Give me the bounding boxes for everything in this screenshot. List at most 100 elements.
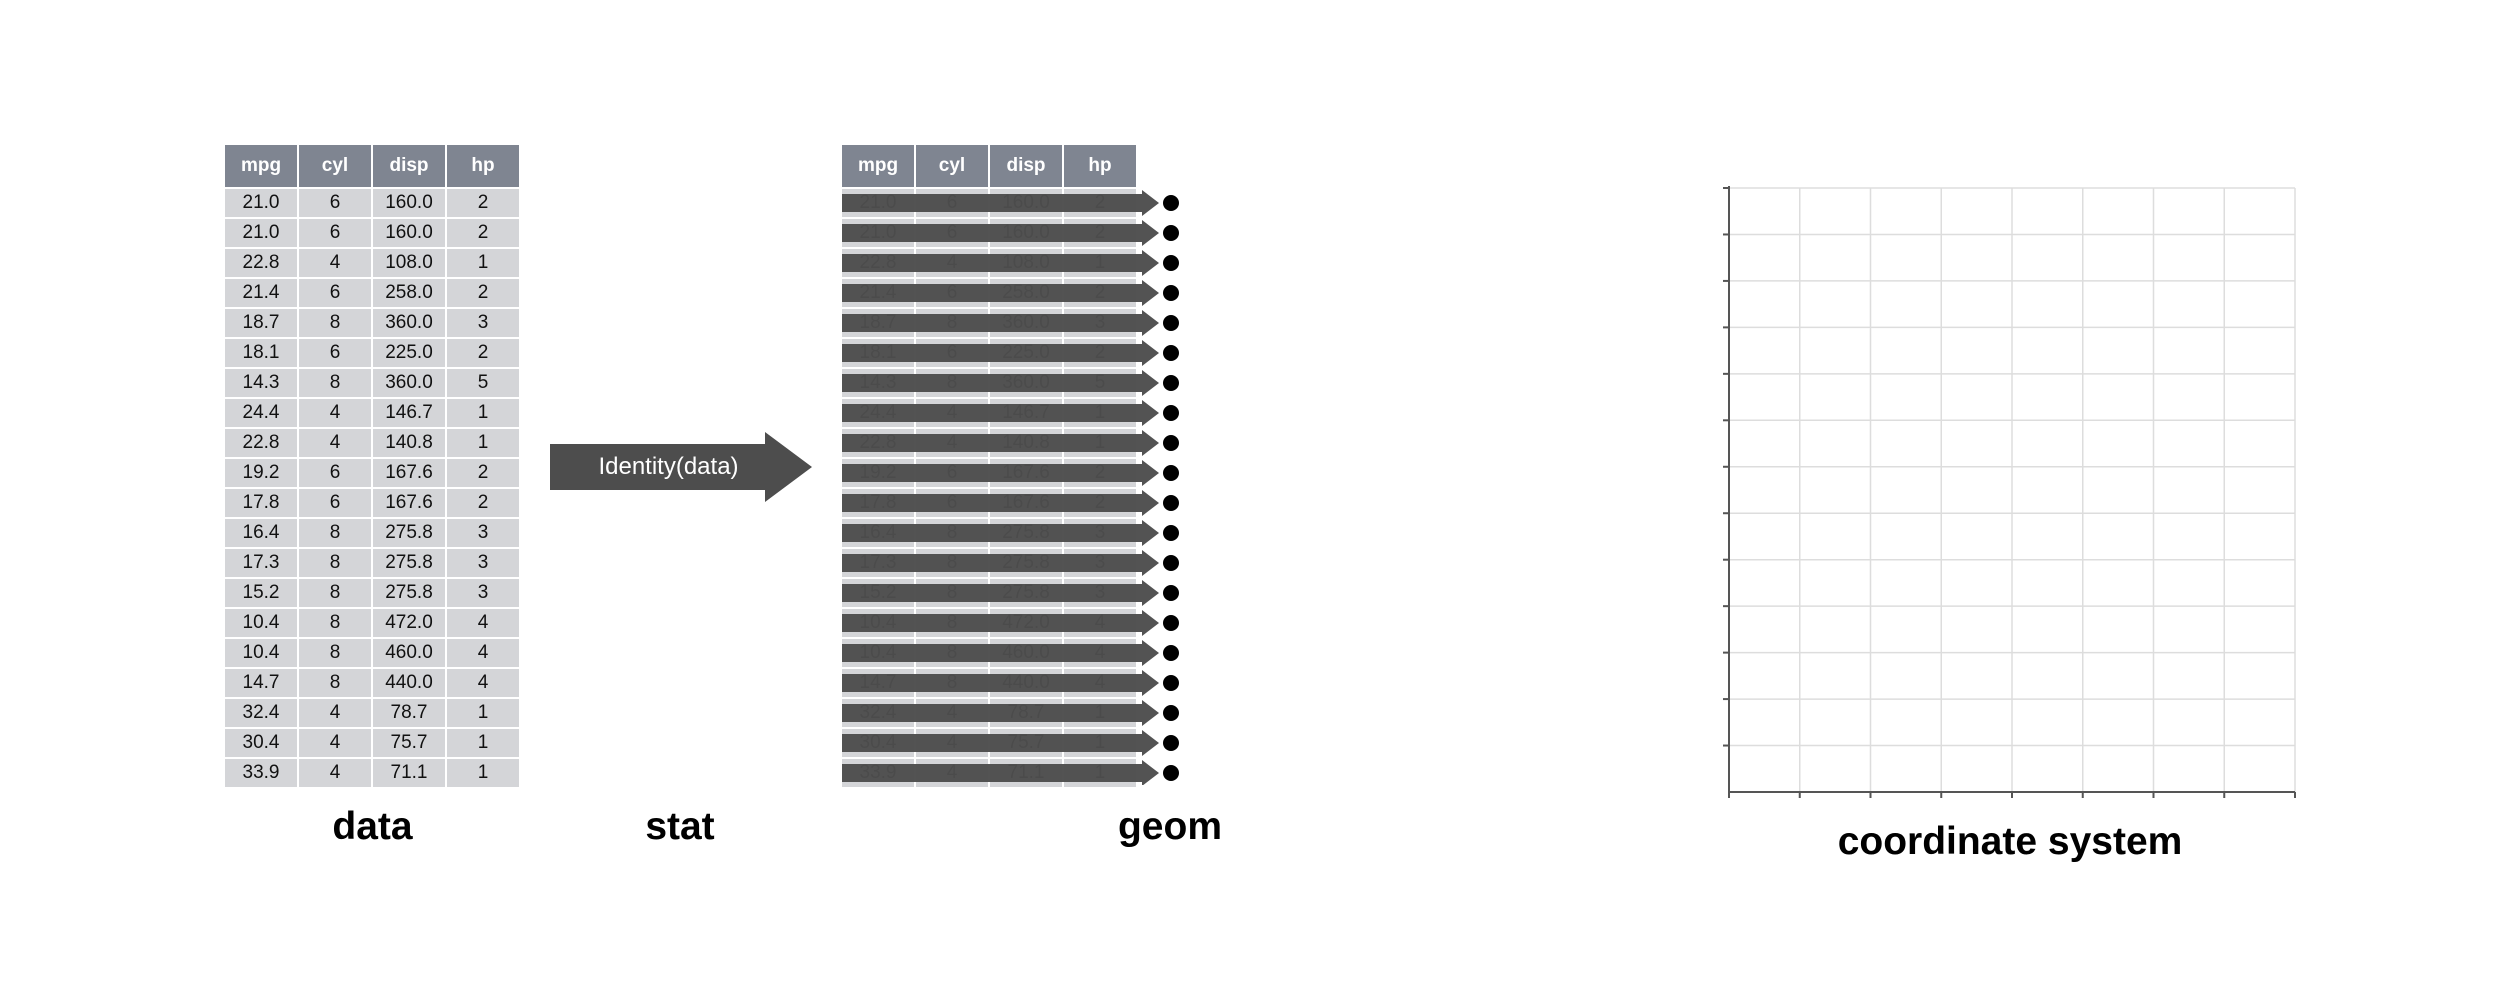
stat-function-label: Identity(data) [598,453,739,480]
geom-row-arrow [842,250,1159,276]
data-column-header-disp: disp [373,145,447,187]
geom-point [1163,615,1179,631]
geom-column-header-mpg: mpg [842,145,916,187]
data-cell-cyl: 8 [299,367,373,397]
geom-row-arrow [842,640,1159,666]
data-cell-hp: 1 [447,397,519,427]
data-cell-mpg: 24.4 [225,397,299,427]
geom-caption: geom [1117,805,1222,848]
geom-point [1163,465,1179,481]
data-cell-mpg: 21.0 [225,217,299,247]
data-cell-cyl: 6 [299,487,373,517]
geom-point [1163,315,1179,331]
geom-point [1163,375,1179,391]
geom-row-arrow [842,520,1159,546]
data-cell-disp: 146.7 [373,397,447,427]
data-cell-disp: 71.1 [373,757,447,787]
geom-point [1163,675,1179,691]
geom-point [1163,705,1179,721]
data-cell-mpg: 30.4 [225,727,299,757]
data-cell-cyl: 6 [299,217,373,247]
data-cell-mpg: 21.0 [225,187,299,217]
geom-column-header-cyl: cyl [916,145,990,187]
data-column-header-cyl: cyl [299,145,373,187]
data-cell-cyl: 4 [299,727,373,757]
geom-row-arrow [842,760,1159,785]
data-cell-disp: 258.0 [373,277,447,307]
data-cell-cyl: 8 [299,607,373,637]
geom-column-header-disp: disp [990,145,1064,187]
geom-point [1163,345,1179,361]
data-cell-cyl: 8 [299,517,373,547]
geom-point [1163,255,1179,271]
geom-point [1163,195,1179,211]
data-cell-mpg: 33.9 [225,757,299,787]
geom-point [1163,525,1179,541]
geom-row-arrow [842,700,1159,726]
data-cell-hp: 4 [447,637,519,667]
data-cell-disp: 140.8 [373,427,447,457]
data-cell-cyl: 4 [299,247,373,277]
data-cell-cyl: 6 [299,457,373,487]
data-cell-disp: 275.8 [373,517,447,547]
geom-row-arrow [842,370,1159,396]
geom-row-arrow [842,340,1159,366]
coordinate-grid [1723,186,2296,798]
data-caption: data [332,805,413,848]
data-cell-mpg: 14.3 [225,367,299,397]
data-cell-cyl: 8 [299,667,373,697]
geom-point [1163,435,1179,451]
data-cell-hp: 1 [447,427,519,457]
geom-point [1163,405,1179,421]
data-cell-cyl: 8 [299,307,373,337]
geom-row-arrow [842,580,1159,606]
geom-row-arrow [842,310,1159,336]
geom-point [1163,285,1179,301]
stat-arrow [550,432,812,502]
data-cell-disp: 360.0 [373,307,447,337]
data-cell-cyl: 6 [299,187,373,217]
data-cell-disp: 78.7 [373,697,447,727]
geom-row-arrow [842,190,1159,216]
data-cell-mpg: 10.4 [225,637,299,667]
geom-point [1163,585,1179,601]
data-cell-disp: 360.0 [373,367,447,397]
data-cell-mpg: 17.3 [225,547,299,577]
data-cell-mpg: 17.8 [225,487,299,517]
geom-point [1163,645,1179,661]
geom-row-arrow [842,430,1159,456]
data-cell-hp: 2 [447,487,519,517]
data-cell-hp: 1 [447,697,519,727]
geom-point [1163,495,1179,511]
data-cell-disp: 108.0 [373,247,447,277]
data-cell-disp: 167.6 [373,457,447,487]
data-cell-hp: 3 [447,577,519,607]
data-cell-mpg: 18.7 [225,307,299,337]
geom-row-arrow [842,670,1159,696]
data-cell-hp: 2 [447,277,519,307]
geom-column-header-hp: hp [1064,145,1136,187]
geom-point [1163,765,1179,781]
data-cell-disp: 440.0 [373,667,447,697]
data-cell-mpg: 21.4 [225,277,299,307]
data-cell-hp: 2 [447,217,519,247]
data-cell-mpg: 18.1 [225,337,299,367]
data-cell-mpg: 19.2 [225,457,299,487]
data-cell-mpg: 14.7 [225,667,299,697]
data-cell-disp: 167.6 [373,487,447,517]
data-column-header-hp: hp [447,145,519,187]
data-cell-hp: 2 [447,187,519,217]
data-cell-disp: 275.8 [373,547,447,577]
data-cell-hp: 1 [447,727,519,757]
